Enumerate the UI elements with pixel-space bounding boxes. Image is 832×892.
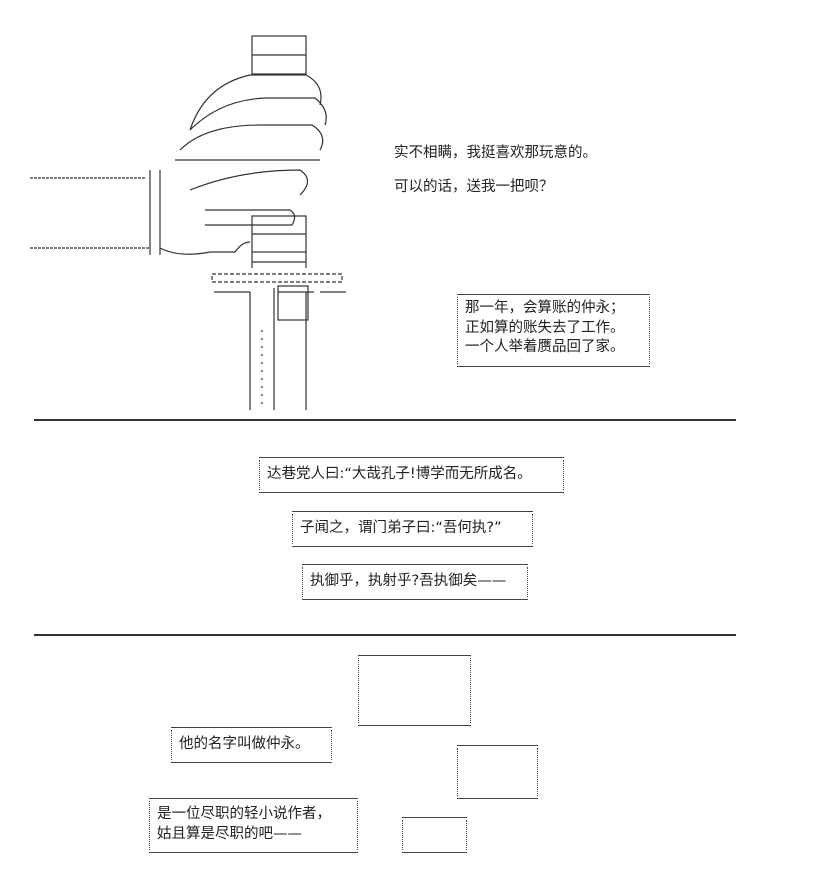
quote-box-1: 达巷党人曰:“大哉孔子!博学而无所成名。	[259, 457, 564, 493]
quote-text-3: 执御乎，执射乎?吾执御矣——	[310, 573, 507, 589]
empty-frame-small	[402, 817, 467, 853]
quote-box-2: 子闻之，谓门弟子曰:“吾何执?”	[292, 511, 533, 547]
section-divider-1	[34, 419, 736, 421]
quote-box-3: 执御乎，执射乎?吾执御矣——	[302, 564, 528, 600]
caption-box-1: 他的名字叫做仲永。	[171, 727, 332, 763]
section-divider-2	[34, 634, 736, 636]
empty-frame-large	[358, 655, 471, 726]
hand-gripping-sword-art	[30, 35, 346, 410]
caption-line-2: 姑且算是尽职的吧——	[157, 825, 302, 842]
quote-text-1: 达巷党人曰:“大哉孔子!博学而无所成名。	[267, 466, 532, 482]
caption-text-1: 他的名字叫做仲永。	[179, 736, 310, 752]
narration-line-3: 一个人举着赝品回了家。	[465, 339, 625, 355]
dialogue-line-1: 实不相瞒，我挺喜欢那玩意的。	[394, 145, 597, 161]
narration-line-1: 那一年，会算账的仲永；	[465, 300, 625, 316]
empty-frame-medium	[457, 745, 538, 799]
caption-line-1: 是一位尽职的轻小说作者，	[157, 806, 331, 822]
quote-text-2: 子闻之，谓门弟子曰:“吾何执?”	[300, 520, 502, 536]
dialogue-line-2: 可以的话，送我一把呗？	[394, 179, 554, 195]
narration-box: 那一年，会算账的仲永； 正如算的账失去了工作。 一个人举着赝品回了家。	[457, 294, 650, 367]
caption-box-2: 是一位尽职的轻小说作者， 姑且算是尽职的吧——	[149, 798, 358, 853]
narration-line-2: 正如算的账失去了工作。	[465, 319, 625, 336]
